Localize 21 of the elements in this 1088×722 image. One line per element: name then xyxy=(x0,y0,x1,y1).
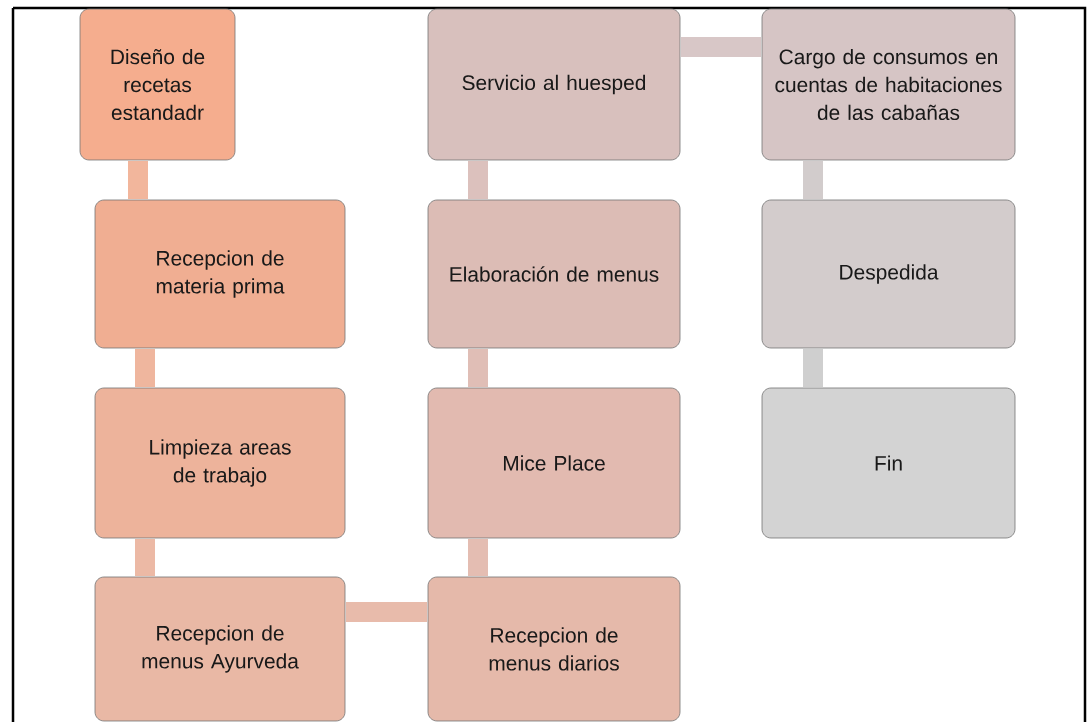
connector xyxy=(468,348,488,388)
connector xyxy=(680,37,762,57)
connector xyxy=(128,160,148,200)
process-box: Fin xyxy=(761,387,1016,539)
connector xyxy=(135,538,155,577)
process-box: Elaboración de menus xyxy=(427,199,681,349)
process-box: Limpieza areas de trabajo xyxy=(94,387,346,539)
connector xyxy=(468,160,488,200)
process-box: Servicio al huesped xyxy=(427,8,681,161)
process-box: Diseño de recetas estandadr xyxy=(79,8,236,161)
connector xyxy=(803,160,823,200)
process-box: Despedida xyxy=(761,199,1016,349)
process-box: Cargo de consumos en cuentas de habitaciones de las cabañas xyxy=(761,8,1016,161)
process-box: Mice Place xyxy=(427,387,681,539)
process-box: Recepcion de menus diarios xyxy=(427,576,681,722)
process-box: Recepcion de menus Ayurveda xyxy=(94,576,346,722)
connector xyxy=(135,348,155,388)
connector xyxy=(468,538,488,577)
process-box: Recepcion de materia prima xyxy=(94,199,346,349)
connector xyxy=(345,602,428,622)
connector xyxy=(803,348,823,388)
